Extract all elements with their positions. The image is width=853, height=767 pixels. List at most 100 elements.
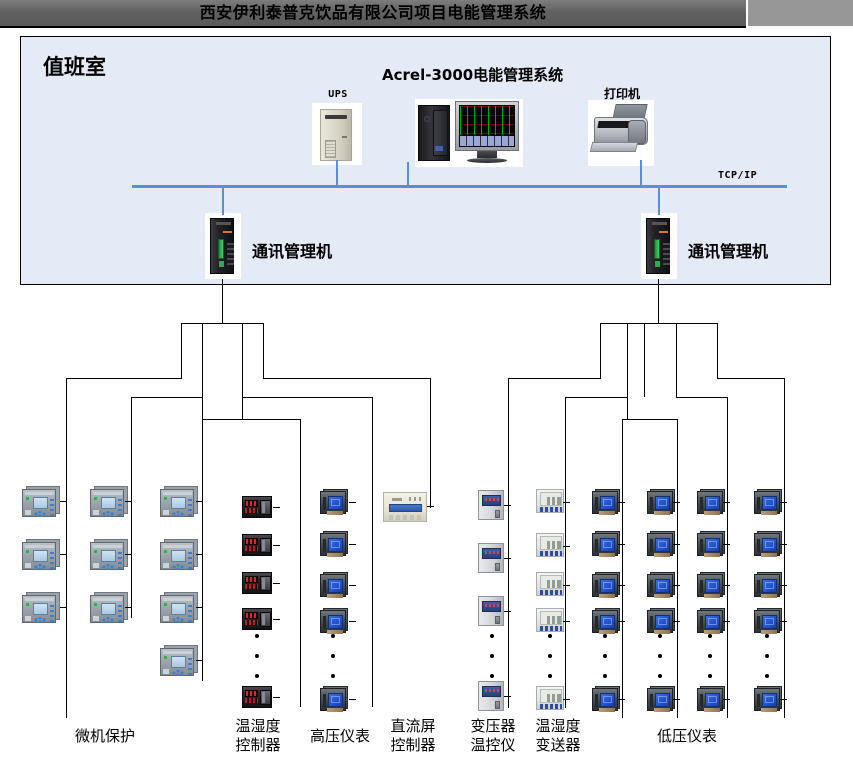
ups-label: UPS (328, 89, 348, 100)
relay-display (171, 550, 186, 562)
relay-top-strip (25, 598, 54, 601)
relay-link (125, 554, 132, 555)
relay-top-strip (163, 545, 192, 548)
device-lv-meter (754, 531, 784, 558)
left-inner-right-h (242, 397, 373, 398)
meter-display (762, 538, 777, 552)
relay-status-led (26, 603, 29, 606)
lv-meter-link (618, 585, 625, 586)
ttc-case (478, 490, 504, 520)
device-temp-humidity-controller (242, 534, 274, 558)
right-branch-d-v (676, 323, 677, 397)
col-relay2-bus (131, 397, 132, 618)
relay-case (22, 542, 56, 570)
meter-case (647, 610, 673, 634)
relay-nameplate (25, 563, 31, 568)
relay-nameplate (93, 563, 99, 568)
relay-nameplate (25, 510, 31, 515)
left-outer-left-h (66, 378, 182, 379)
thc-side-module (260, 690, 271, 705)
comm-manager-right-label: 通讯管理机 (688, 242, 769, 261)
thc-continuation-dots (255, 634, 261, 694)
ttc-link (504, 558, 511, 559)
device-relay (90, 539, 128, 571)
meter-case (647, 491, 673, 515)
meter-side-bar (650, 580, 653, 593)
device-dc-panel-controller (383, 492, 429, 524)
ups-body (320, 109, 352, 161)
lv-meter-link (723, 585, 730, 586)
relay-keypad (101, 511, 115, 517)
hts-digits (547, 580, 561, 588)
page-title: 西安伊利泰普克饮品有限公司项目电能管理系统 (199, 3, 547, 22)
device-relay (160, 645, 198, 677)
device-relay (22, 486, 60, 518)
hts-display (540, 536, 562, 550)
meter-case (592, 610, 618, 634)
device-relay (160, 592, 198, 624)
scada-toolbar (460, 136, 514, 146)
ttc-display (482, 548, 501, 559)
hts-link (563, 621, 570, 622)
left-outer-right-h (263, 378, 431, 379)
ttc-continuation-dots (490, 634, 496, 694)
meter-display (705, 538, 720, 552)
comm-manager-terminal-2 (655, 261, 660, 267)
relay-keypad (33, 564, 47, 570)
meter-display (762, 693, 777, 707)
title-bar-main (0, 0, 746, 26)
relay-status-led (94, 497, 97, 500)
meter-terminal-block (654, 630, 670, 634)
ttc-case (478, 596, 504, 626)
hv-meter-link (349, 699, 356, 700)
device-lv-meter (754, 686, 784, 713)
col-txtemp-bus (508, 378, 509, 708)
dcc-link (427, 506, 434, 507)
relay-status-led (164, 497, 167, 500)
device-humidity-transmitter (536, 608, 566, 634)
ttc-case (478, 543, 504, 573)
lv-meter-continuation-dots (708, 634, 714, 694)
thc-led-display-2 (245, 546, 258, 551)
lv-meter-link (723, 544, 730, 545)
ttc-display (482, 601, 501, 612)
meter-terminal-block (654, 511, 670, 515)
meter-terminal-block (327, 594, 343, 598)
device-hv-meter (320, 686, 350, 713)
relay-nameplate (93, 510, 99, 515)
device-hv-meter (320, 489, 350, 516)
relay-keypad (171, 511, 185, 517)
left-branch-d-v (263, 323, 264, 378)
left-inner-left-h (131, 397, 203, 398)
meter-terminal-block (654, 594, 670, 598)
printer-bus-drop (640, 160, 642, 186)
meter-terminal-block (704, 594, 720, 598)
relay-keypad (101, 564, 115, 570)
right-inner-right-h (676, 397, 728, 398)
meter-side-bar (650, 694, 653, 707)
relay-nameplate (93, 616, 99, 621)
meter-side-bar (757, 580, 760, 593)
col-hv-bus (372, 397, 373, 707)
meter-case (697, 610, 723, 634)
meter-display (705, 579, 720, 593)
meter-side-bar (650, 497, 653, 510)
relay-case (160, 648, 194, 676)
relay-case (22, 489, 56, 517)
device-lv-meter (754, 608, 784, 635)
lv-meter-continuation-dots (603, 634, 609, 694)
meter-display (328, 579, 343, 593)
relay-side-buttons (188, 658, 192, 675)
relay-display (171, 497, 186, 509)
right-branch-e-v (717, 323, 718, 378)
meter-terminal-block (599, 511, 615, 515)
left-branch-c-v (242, 323, 243, 419)
workstation-bus-drop (407, 162, 409, 186)
group-label-thc: 温湿度 控制器 (235, 717, 281, 754)
device-relay (90, 486, 128, 518)
hts-display (540, 575, 562, 589)
meter-side-bar (595, 616, 598, 629)
col-lv1-bus (622, 419, 623, 718)
group-label-relay: 微机保护 (74, 727, 135, 745)
device-relay (22, 539, 60, 571)
